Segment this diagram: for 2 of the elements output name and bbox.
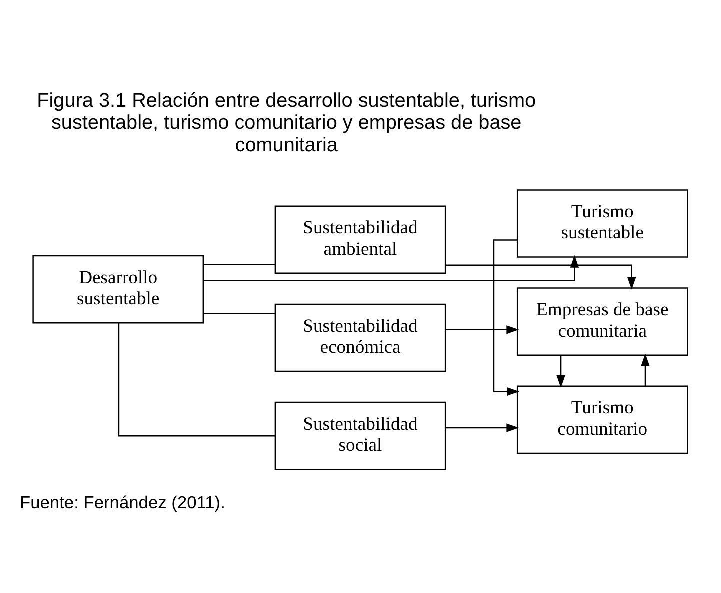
caption: Fuente: Fernández (2011). [20,492,226,512]
diagram-title: Figura 3.1 Relación entre desarrollo sustentable, turismo sustentable, turismo comunitario y empresas de base comunitaria [37,89,536,156]
